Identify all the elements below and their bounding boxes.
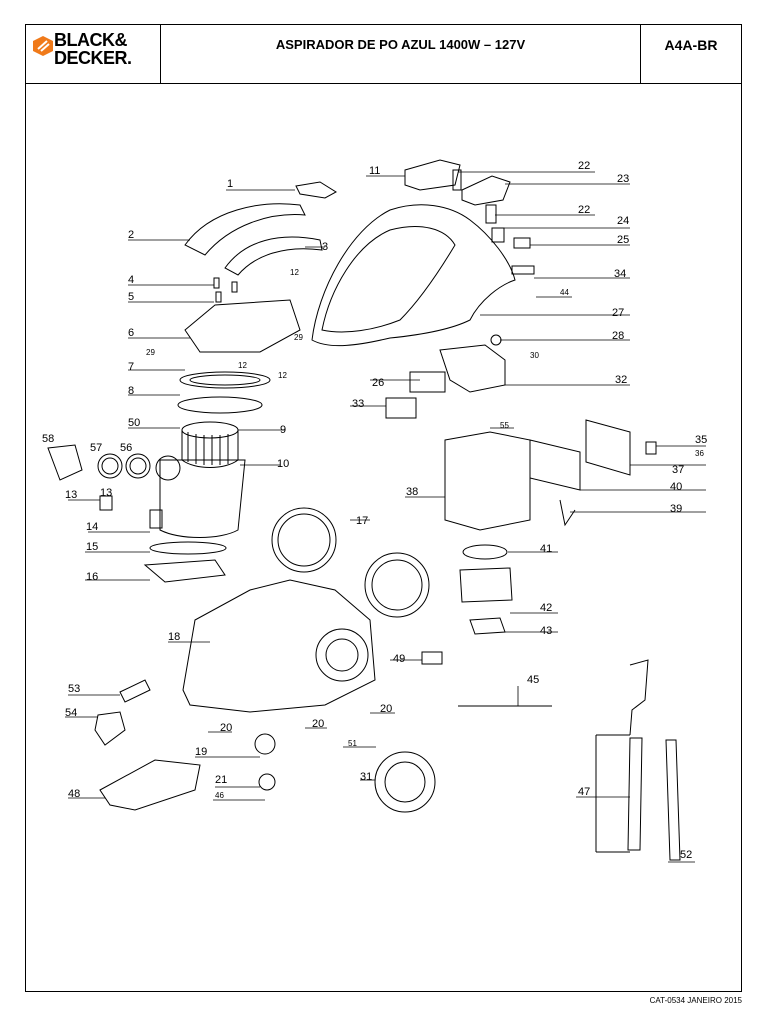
part-label: 38: [406, 486, 418, 498]
catalog-footer: CAT-0534 JANEIRO 2015: [649, 996, 742, 1005]
part-label: 41: [540, 543, 552, 555]
part-label: 1: [227, 178, 233, 190]
black-decker-hex-logo-icon: [33, 36, 53, 56]
part-label: 28: [612, 330, 624, 342]
part-label: 5: [128, 291, 134, 303]
part-label: 8: [128, 385, 134, 397]
part-label: 13: [100, 487, 112, 499]
model-code: A4A-BR: [664, 37, 718, 53]
part-label: 12: [278, 371, 287, 380]
part-label: 56: [120, 442, 132, 454]
part-label: 7: [128, 361, 134, 373]
part-label: 6: [128, 327, 134, 339]
part-label: 32: [615, 374, 627, 386]
brand-name: BLACK& DECKER.: [54, 31, 132, 67]
part-label: 29: [294, 333, 303, 342]
main-housing-part: [311, 204, 516, 347]
part-label: 54: [65, 707, 77, 719]
part-label: 20: [380, 703, 392, 715]
part-label: 45: [527, 674, 539, 686]
part-label: 48: [68, 788, 80, 800]
part-label: 10: [277, 458, 289, 470]
part-label: 51: [348, 739, 357, 748]
part-label: 25: [617, 234, 629, 246]
part-label: 36: [695, 449, 704, 458]
header: BLACK& DECKER. ASPIRADOR DE PO AZUL 1400…: [25, 24, 742, 84]
part-label: 3: [322, 241, 328, 253]
part-label: 20: [220, 722, 232, 734]
part-label: 47: [578, 786, 590, 798]
part-label: 22: [578, 204, 590, 216]
document-title: ASPIRADOR DE PO AZUL 1400W – 127V: [161, 25, 641, 83]
part-label: 49: [393, 653, 405, 665]
part-label: 15: [86, 541, 98, 553]
part-label: 13: [65, 489, 77, 501]
part-label: 12: [238, 361, 247, 370]
part-label: 57: [90, 442, 102, 454]
part-label: 44: [560, 288, 569, 297]
part-label: 17: [356, 515, 368, 527]
part-label: 37: [672, 464, 684, 476]
part-label: 50: [128, 417, 140, 429]
part-label: 42: [540, 602, 552, 614]
part-label: 33: [352, 398, 364, 410]
brand-line-1: BLACK&: [54, 30, 127, 50]
part-label: 23: [617, 173, 629, 185]
part-label: 39: [670, 503, 682, 515]
part-label: 12: [290, 268, 299, 277]
part-label: 14: [86, 521, 98, 533]
part-label: 16: [86, 571, 98, 583]
part-label: 11: [369, 165, 380, 177]
part-label: 18: [168, 631, 180, 643]
part-label: 35: [695, 434, 707, 446]
part-label: 26: [372, 377, 384, 389]
part-label: 2: [128, 229, 134, 241]
part-label: 19: [195, 746, 207, 758]
part-label: 34: [614, 268, 626, 280]
part-label: 43: [540, 625, 552, 637]
part-label: 9: [280, 424, 286, 436]
brand-line-2: DECKER.: [54, 48, 132, 68]
part-label: 27: [612, 307, 624, 319]
part-label: 55: [500, 421, 509, 430]
part-label: 30: [530, 351, 539, 360]
brand-logo: BLACK& DECKER.: [26, 25, 161, 83]
part-label: 20: [312, 718, 324, 730]
part-label: 29: [146, 348, 155, 357]
part-label: 31: [360, 771, 372, 783]
part-label: 4: [128, 274, 134, 286]
part-label: 53: [68, 683, 80, 695]
part-label: 22: [578, 160, 590, 172]
part-label: 58: [42, 433, 54, 445]
part-label: 24: [617, 215, 629, 227]
part-label: 46: [215, 791, 224, 800]
part-label: 21: [215, 774, 227, 786]
part-label: 52: [680, 849, 692, 861]
part-label: 40: [670, 481, 682, 493]
